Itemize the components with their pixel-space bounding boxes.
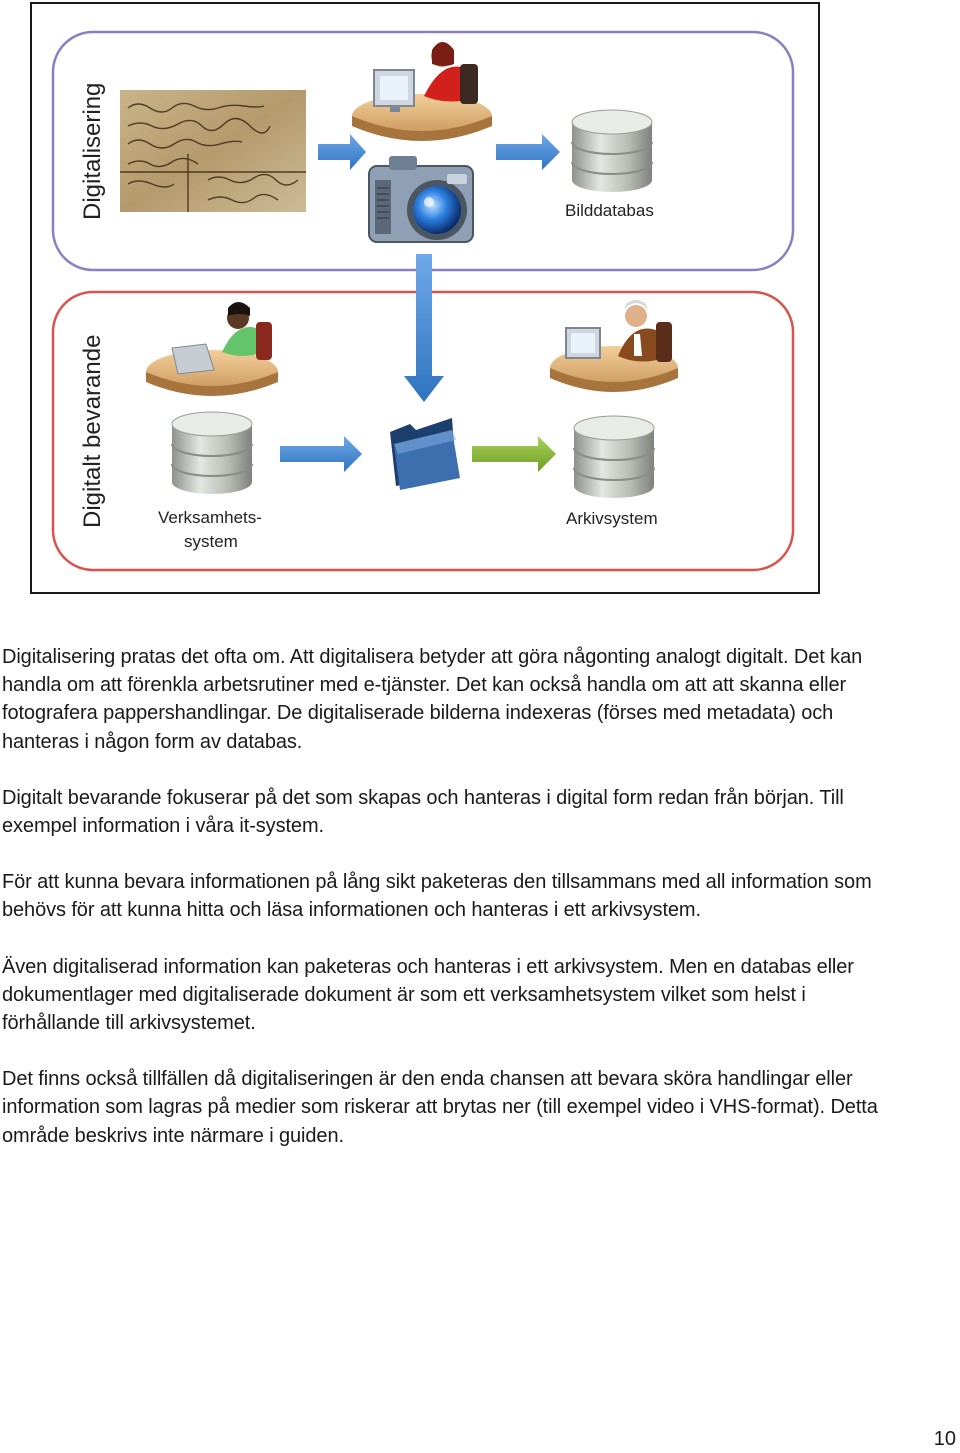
digitalt-bevarande-label: Digitalt bevarande [79, 335, 106, 528]
verksamhetssystem-label-line1: Verksamhets- [158, 508, 262, 527]
arrow-to-package [280, 436, 362, 472]
camera-icon [368, 156, 474, 243]
old-document-image [120, 90, 306, 212]
digitalisering-label: Digitalisering [79, 83, 106, 220]
paragraph-digitaliserad-information: Även digitaliserad information kan paket… [2, 955, 854, 1035]
folder-icon [390, 418, 460, 490]
arkivsystem-label: Arkivsystem [566, 509, 658, 528]
arrow-to-arkivsystem [472, 436, 556, 472]
operator-workstation-icon [352, 42, 492, 141]
arrow-to-camera [318, 134, 366, 170]
paragraph-digitalisering: Digitalisering pratas det ofta om. Att d… [2, 646, 863, 753]
bilddatabas-label: Bilddatabas [565, 201, 654, 220]
paragraph-sköra-handlingar: Det finns också tillfällen då digitalise… [2, 1068, 878, 1147]
arrow-down-to-package [404, 254, 444, 402]
arrow-to-bilddatabas [496, 134, 560, 170]
bilddatabas-database-icon [571, 109, 653, 192]
paragraph-digitalt-bevarande: Digitalt bevarande fokuserar på det som … [2, 786, 844, 838]
user-workstation-icon [146, 302, 278, 396]
body-text: Digitalisering pratas det ofta om. Att d… [2, 643, 902, 1178]
paragraph-paketering: För att kunna bevara informationen på lå… [2, 871, 872, 922]
archivist-workstation-icon [550, 300, 678, 392]
verksamhetssystem-database-icon [171, 411, 253, 494]
process-diagram: Digitalisering Digitalt bevarande [51, 30, 795, 572]
verksamhetssystem-label-line2: system [184, 532, 238, 551]
figure-frame: Digitalisering Digitalt bevarande [30, 2, 820, 594]
arkivsystem-database-icon [573, 415, 655, 498]
page-number: 10 [933, 1428, 956, 1450]
